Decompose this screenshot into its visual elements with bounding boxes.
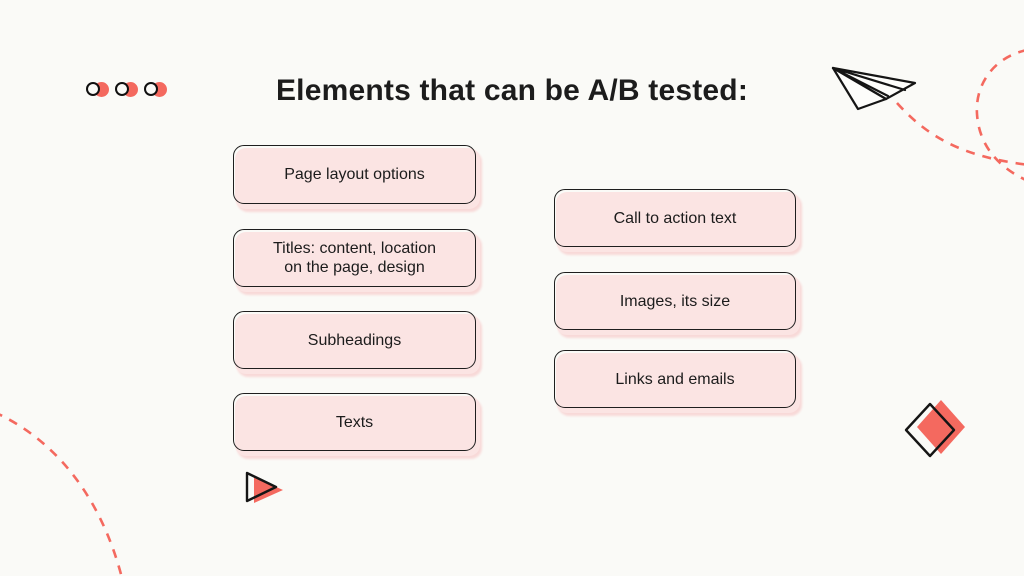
card-label: Images, its size bbox=[619, 292, 731, 310]
dot-icon bbox=[115, 81, 138, 98]
card-label: Subheadings bbox=[307, 331, 402, 349]
card-links-and-emails: Links and emails bbox=[554, 350, 800, 413]
card-subheadings: Subheadings bbox=[233, 311, 480, 374]
diamond-icon bbox=[904, 400, 965, 458]
card-call-to-action-text: Call to action text bbox=[554, 189, 800, 252]
dot-trio-icon bbox=[86, 81, 168, 98]
page-title: Elements that can be A/B tested: bbox=[275, 74, 749, 107]
card-label: Page layout options bbox=[284, 166, 425, 183]
card-texts: Texts bbox=[233, 393, 480, 456]
card-page-layout-options: Page layout options bbox=[233, 145, 480, 209]
dashed-arc-icon bbox=[0, 413, 123, 576]
card-label: Titles: content, location on the page, d… bbox=[272, 240, 437, 276]
dashed-loop-icon bbox=[975, 49, 1024, 181]
dot-icon bbox=[144, 81, 167, 98]
card-label: Links and emails bbox=[615, 370, 735, 388]
card-images-its-size: Images, its size bbox=[554, 272, 800, 335]
card-label: Call to action text bbox=[613, 209, 737, 227]
dot-icon bbox=[86, 81, 109, 98]
card-label: Texts bbox=[335, 413, 374, 431]
play-triangle-icon bbox=[245, 471, 283, 503]
card-titles: Titles: content, location on the page, d… bbox=[233, 229, 480, 292]
dashed-trail-icon bbox=[896, 102, 1024, 166]
